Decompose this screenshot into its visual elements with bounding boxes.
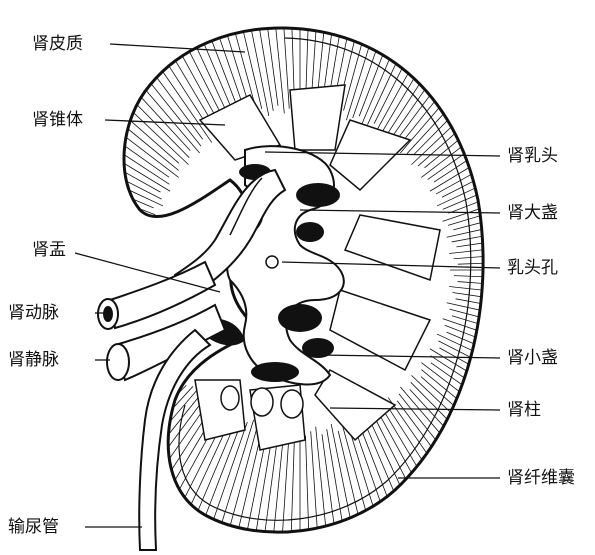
label-renal-papilla: 肾乳头 [507, 146, 558, 166]
label-fibrous-capsule: 肾纤维囊 [507, 468, 575, 488]
label-renal-pyramid: 肾锥体 [32, 110, 83, 130]
label-minor-calyx: 肾小盏 [507, 348, 558, 368]
label-renal-artery: 肾动脉 [8, 303, 59, 323]
label-renal-cortex: 肾皮质 [32, 34, 83, 54]
striation-line [46, 213, 154, 237]
label-renal-column: 肾柱 [507, 400, 541, 420]
label-renal-vein: 肾静脉 [8, 350, 59, 370]
label-renal-pelvis: 肾盂 [32, 240, 66, 260]
label-ureter: 输尿管 [8, 517, 59, 537]
label-major-calyx: 肾大盏 [507, 203, 558, 223]
striation-line [40, 276, 142, 280]
striation-line [40, 260, 146, 264]
striation-line [44, 223, 144, 242]
striation-line [48, 204, 151, 231]
striation-line [41, 281, 147, 289]
label-papillary-foramen: 乳头孔 [507, 258, 558, 278]
